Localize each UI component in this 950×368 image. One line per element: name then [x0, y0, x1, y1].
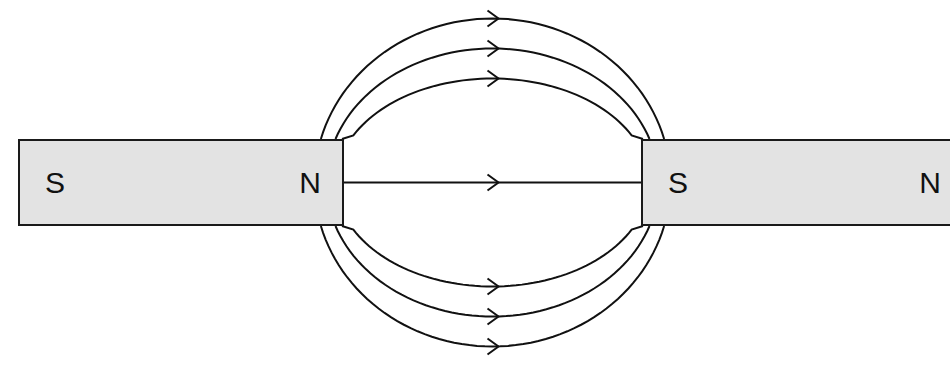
arrowhead	[488, 279, 499, 295]
arrowhead	[488, 41, 499, 57]
field-line	[321, 11, 664, 140]
arrowhead	[488, 309, 499, 325]
pole-label: S	[668, 168, 688, 198]
field-line-path	[342, 226, 643, 287]
field-line-path	[321, 19, 664, 140]
arrowhead	[488, 11, 499, 27]
field-line-path	[335, 49, 649, 140]
field-line	[321, 226, 664, 355]
field-line	[342, 226, 643, 295]
field-line	[335, 41, 649, 140]
arrowhead	[488, 71, 499, 87]
pole-label: N	[919, 168, 941, 198]
field-line	[335, 226, 649, 325]
arrowhead	[488, 175, 499, 191]
pole-label: N	[299, 168, 321, 198]
field-line-path	[335, 226, 649, 317]
field-line	[342, 71, 643, 140]
field-line-path	[342, 79, 643, 140]
bar-magnet: SN	[18, 139, 344, 226]
field-line-path	[344, 182, 641, 184]
field-line	[344, 175, 641, 191]
field-line-path	[321, 226, 664, 347]
pole-label: S	[45, 168, 65, 198]
arrowhead	[488, 339, 499, 355]
bar-magnet: SN	[641, 139, 950, 226]
